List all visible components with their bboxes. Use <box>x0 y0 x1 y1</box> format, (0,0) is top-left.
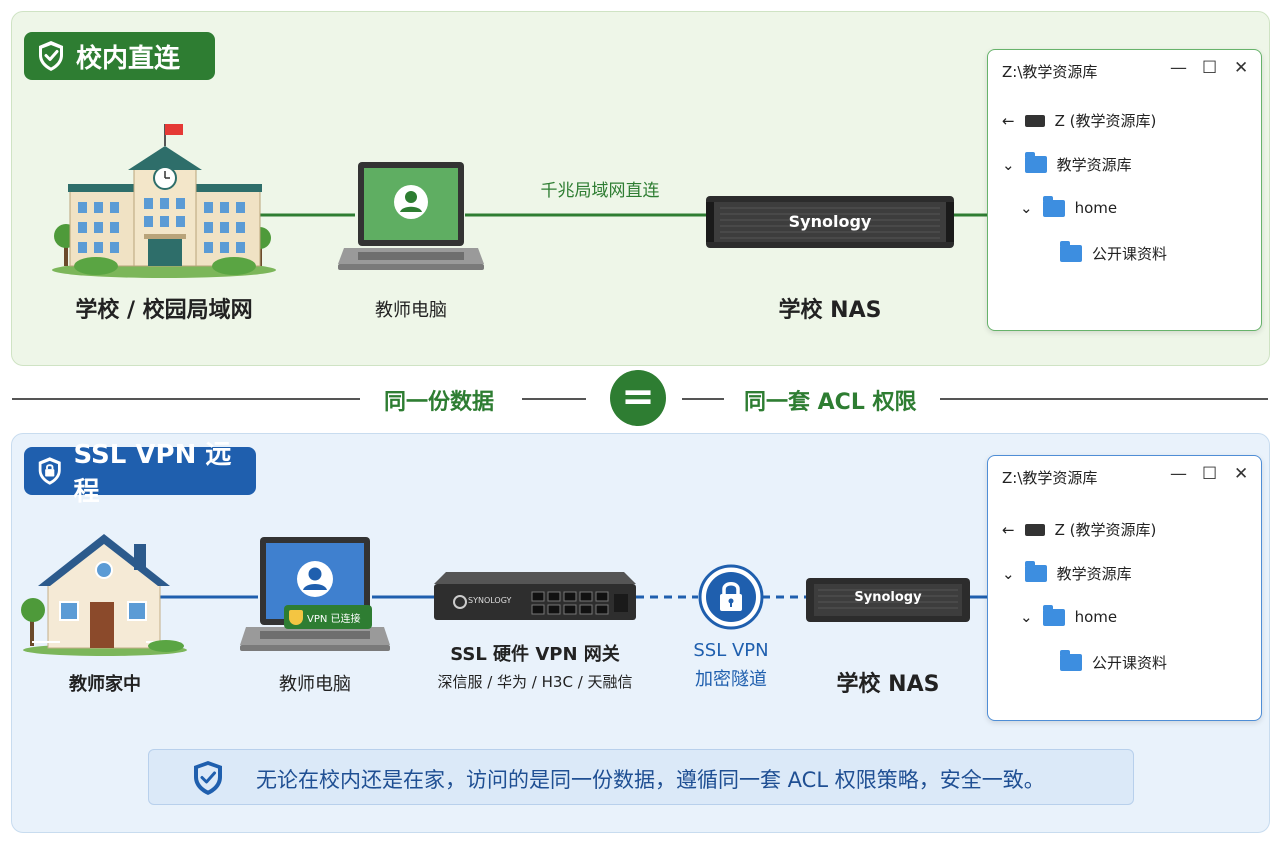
tunnel-label-2: 加密隧道 <box>695 669 767 690</box>
folder-label: home <box>1074 608 1118 626</box>
folder-label: 公开课资料 <box>1092 245 1168 263</box>
maximize-icon[interactable]: ☐ <box>1202 58 1218 78</box>
teacher-pc-label: 教师电脑 <box>279 674 351 695</box>
same-data-text: 同一份数据 <box>384 390 495 415</box>
campus-badge: 校内直连 <box>24 32 215 80</box>
teacher-laptop-icon <box>338 162 484 270</box>
equals-icon: = <box>610 370 666 426</box>
window-title: Z:\教学资源库 <box>1002 469 1098 487</box>
consistency-notice: 无论在校内还是在家，访问的是同一份数据，遵循同一套 ACL 权限策略，安全一致。 <box>148 749 1134 805</box>
vpn-status-label: VPN 已连接 <box>307 613 361 625</box>
divider-line-left <box>12 398 360 400</box>
tree-row-drive[interactable]: ← Z (教学资源库) <box>1002 519 1156 540</box>
back-arrow-icon[interactable]: ← <box>1002 111 1015 130</box>
gigabit-link-label: 千兆局域网直连 <box>540 181 660 201</box>
campus-connection-lines <box>258 213 988 217</box>
drive-icon <box>1024 523 1045 536</box>
folder-icon <box>1060 241 1082 262</box>
gateway-vendors-label: 深信服 / 华为 / H3C / 天融信 <box>437 673 633 691</box>
tree-row-folder-home[interactable]: ⌄ home <box>1020 195 1118 217</box>
folder-label: 公开课资料 <box>1092 654 1168 672</box>
gateway-brand-label: SYNOLOGY <box>468 596 512 605</box>
tree-row-folder-home[interactable]: ⌄ home <box>1020 604 1118 626</box>
home-label: 教师家中 <box>69 674 141 695</box>
vpn-status-badge: VPN 已连接 <box>284 605 372 629</box>
remote-badge: SSL VPN 远程 <box>24 440 256 507</box>
gateway-label: SSL 硬件 VPN 网关 <box>450 644 620 665</box>
nas-device-icon <box>806 578 970 622</box>
shield-check-icon <box>39 41 63 71</box>
tree-row-folder-root[interactable]: ⌄ 教学资源库 <box>1002 561 1132 584</box>
tree-row-folder-lectures[interactable]: 公开课资料 <box>1060 241 1168 264</box>
shield-icon <box>289 609 303 625</box>
folder-icon <box>1024 152 1047 173</box>
nas-brand-label: Synology <box>854 590 922 605</box>
nas-label: 学校 NAS <box>836 672 940 697</box>
drive-label: Z (教学资源库) <box>1054 112 1157 130</box>
shield-check-icon <box>194 761 222 795</box>
folder-icon <box>1060 650 1082 671</box>
folder-icon <box>1024 561 1047 582</box>
nas-device-icon <box>706 196 954 248</box>
school-building-icon <box>52 124 276 278</box>
teacher-laptop-icon <box>240 537 390 651</box>
divider-line-mid-left <box>522 398 586 400</box>
folder-label: 教学资源库 <box>1056 565 1132 583</box>
nas-brand-label: Synology <box>788 212 872 231</box>
tree-row-drive[interactable]: ← Z (教学资源库) <box>1002 110 1156 131</box>
close-icon[interactable]: ✕ <box>1234 464 1249 484</box>
window-title: Z:\教学资源库 <box>1002 63 1098 81</box>
same-acl-text: 同一套 ACL 权限 <box>744 390 917 415</box>
folder-label: 教学资源库 <box>1056 156 1132 174</box>
tunnel-label-1: SSL VPN <box>693 640 769 661</box>
chevron-down-icon[interactable]: ⌄ <box>1020 608 1033 626</box>
tree-row-folder-lectures[interactable]: 公开课资料 <box>1060 650 1168 673</box>
folder-icon <box>1042 195 1065 217</box>
school-label: 学校 / 校园局域网 <box>75 298 253 323</box>
chevron-down-icon[interactable]: ⌄ <box>1020 199 1033 217</box>
house-icon <box>21 534 187 656</box>
shield-lock-icon <box>38 457 61 485</box>
minimize-icon[interactable]: — <box>1170 464 1187 484</box>
remote-connection-lines <box>160 595 988 599</box>
nas-label: 学校 NAS <box>778 298 882 323</box>
campus-badge-label: 校内直连 <box>76 43 181 74</box>
file-explorer-window[interactable]: Z:\教学资源库 — ☐ ✕ ← Z (教学资源库) ⌄ 教学资源库 ⌄ hom… <box>987 49 1262 331</box>
tree-row-folder-root[interactable]: ⌄ 教学资源库 <box>1002 152 1132 175</box>
back-arrow-icon[interactable]: ← <box>1002 520 1015 539</box>
close-icon[interactable]: ✕ <box>1234 58 1249 78</box>
chevron-down-icon[interactable]: ⌄ <box>1002 155 1015 174</box>
notice-text: 无论在校内还是在家，访问的是同一份数据，遵循同一套 ACL 权限策略，安全一致。 <box>256 768 1045 792</box>
maximize-icon[interactable]: ☐ <box>1202 464 1218 484</box>
chevron-down-icon[interactable]: ⌄ <box>1002 564 1015 583</box>
divider-line-right <box>940 398 1268 400</box>
file-explorer-window[interactable]: Z:\教学资源库 — ☐ ✕ ← Z (教学资源库) ⌄ 教学资源库 ⌄ hom… <box>987 455 1262 721</box>
divider-line-mid-right <box>682 398 724 400</box>
folder-label: home <box>1074 199 1118 217</box>
teacher-pc-label: 教师电脑 <box>375 300 447 321</box>
drive-label: Z (教学资源库) <box>1054 521 1157 539</box>
folder-icon <box>1042 604 1065 626</box>
vpn-gateway-icon <box>434 572 636 620</box>
remote-badge-label: SSL VPN 远程 <box>73 440 232 507</box>
lock-icon <box>698 564 764 630</box>
drive-icon <box>1024 114 1045 127</box>
minimize-icon[interactable]: — <box>1170 58 1187 78</box>
